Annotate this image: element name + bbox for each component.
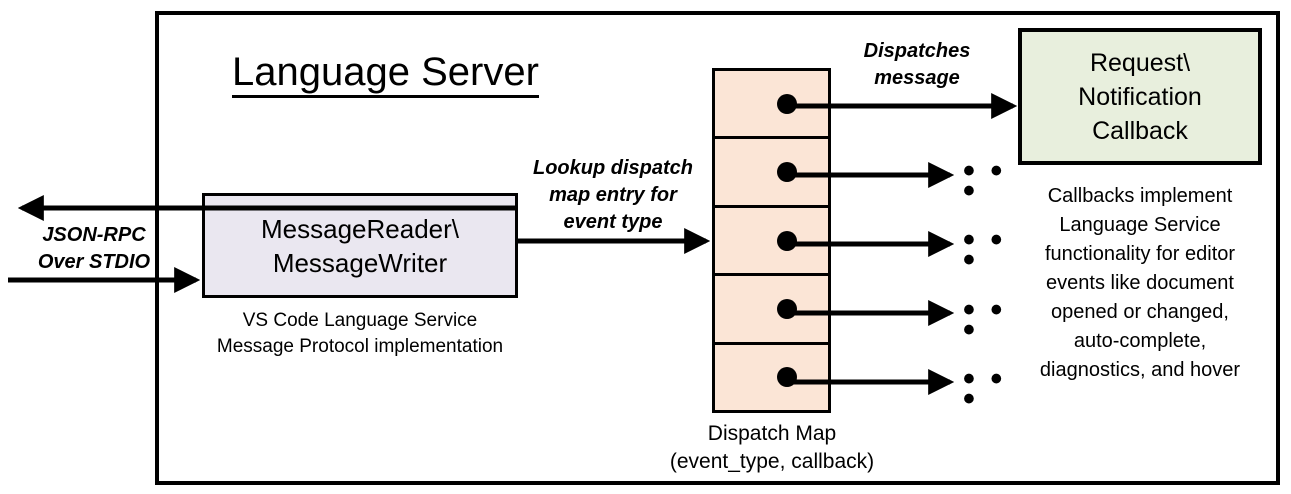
callback-dot-icon xyxy=(777,298,797,319)
dispatch-row-2-ellipsis: • • • xyxy=(963,152,1006,210)
callback-dot-icon xyxy=(777,93,797,114)
callback-box-line-3: Callback xyxy=(1092,116,1188,145)
callback-dot-icon xyxy=(777,230,797,251)
message-box-caption-line-1: VS Code Language Service xyxy=(242,310,478,331)
lookup-label-line-1: Lookup dispatch xyxy=(533,157,693,179)
lookup-dispatch-label: Lookup dispatch map entry for event type xyxy=(520,155,706,236)
callback-dot-icon xyxy=(777,367,797,388)
dispatches-message-label: Dispatches message xyxy=(832,38,1002,92)
json-rpc-label-line-2: Over STDIO xyxy=(37,251,151,273)
page-title: Language Server xyxy=(232,48,652,98)
dispatch-map-row xyxy=(715,345,828,410)
dispatch-map-caption: Dispatch Map (event_type, callback) xyxy=(636,420,908,476)
dispatch-map-row xyxy=(715,139,828,208)
request-notification-callback-box: Request\ Notification Callback xyxy=(1018,28,1262,165)
dispatch-map-caption-line-2: (event_type, callback) xyxy=(669,450,875,473)
language-server-frame xyxy=(155,11,1280,485)
dispatches-label-line-2: message xyxy=(874,67,960,89)
lookup-label-line-2: map entry for xyxy=(549,184,677,206)
dispatch-row-3-ellipsis: • • • xyxy=(963,221,1006,279)
message-reader-writer-box: MessageReader\ MessageWriter xyxy=(202,193,518,298)
dispatch-map-caption-line-1: Dispatch Map xyxy=(707,422,837,445)
dispatch-map-table xyxy=(712,68,831,413)
lookup-label-line-3: event type xyxy=(563,211,663,233)
dispatch-map-row xyxy=(715,208,828,277)
callback-box-line-1: Request\ xyxy=(1089,48,1191,77)
callback-dot-icon xyxy=(777,162,797,183)
json-rpc-transport-label: JSON-RPC Over STDIO xyxy=(20,222,168,276)
callback-caption-line-5: opened or changed, xyxy=(1051,301,1229,323)
dispatch-row-4-ellipsis: • • • xyxy=(963,291,1006,349)
json-rpc-label-line-1: JSON-RPC xyxy=(42,224,146,246)
message-box-caption-line-2: Message Protocol implementation xyxy=(216,336,504,357)
dispatch-map-row xyxy=(715,276,828,345)
dispatch-map-row xyxy=(715,71,828,140)
page-title-text: Language Server xyxy=(232,50,539,98)
message-box-caption: VS Code Language Service Message Protoco… xyxy=(182,308,538,360)
message-box-line-1: MessageReader\ xyxy=(261,213,459,244)
dispatch-row-5-ellipsis: • • • xyxy=(963,360,1006,418)
callback-caption-line-6: auto-complete, xyxy=(1073,330,1207,352)
callback-caption-line-3: functionality for editor xyxy=(1044,243,1236,265)
callback-box-caption: Callbacks implement Language Service fun… xyxy=(1008,182,1272,385)
dispatches-label-line-1: Dispatches xyxy=(863,40,971,62)
callback-caption-line-7: diagnostics, and hover xyxy=(1039,359,1241,381)
callback-caption-line-2: Language Service xyxy=(1059,214,1221,236)
message-box-line-2: MessageWriter xyxy=(272,247,448,278)
callback-caption-line-1: Callbacks implement xyxy=(1047,185,1233,207)
callback-caption-line-4: events like document xyxy=(1046,272,1234,294)
callback-box-line-2: Notification xyxy=(1078,82,1202,111)
